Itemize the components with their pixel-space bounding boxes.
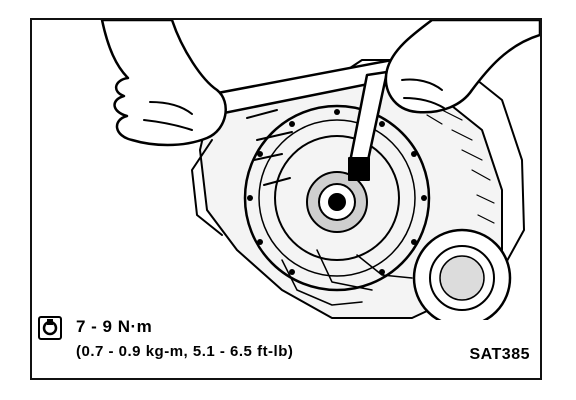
left-hand [100,20,227,147]
transmission-illustration [100,20,540,320]
figure-frame: 7 - 9 N·m (0.7 - 0.9 kg-m, 5.1 - 6.5 ft-… [30,18,542,380]
clutch-drum-outer [243,104,431,292]
bolt-holes [247,109,427,275]
torque-value: 7 - 9 N·m [76,317,153,336]
case-ribs [281,249,413,306]
right-hand [384,20,540,114]
torque-wrench-icon [38,316,62,340]
torque-conversions: (0.7 - 0.9 kg-m, 5.1 - 6.5 ft-lb) [76,343,294,360]
clutch-drum-ring [258,119,416,277]
figure-code: SAT385 [469,346,530,363]
torque-caption: 7 - 9 N·m (0.7 - 0.9 kg-m, 5.1 - 6.5 ft-… [38,316,534,374]
clutch-drum-inner [274,135,400,261]
